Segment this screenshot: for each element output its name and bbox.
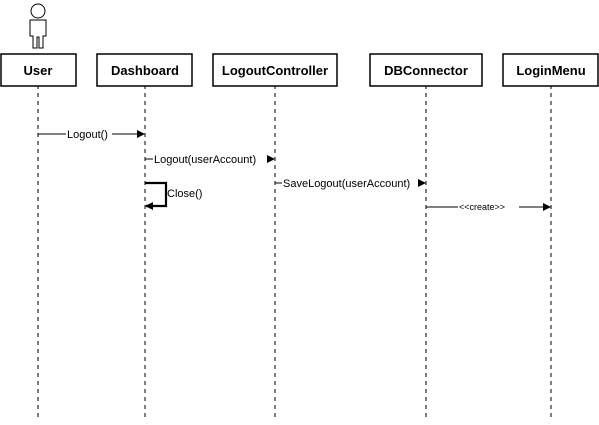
participant-logout-controller-label: LogoutController	[222, 63, 328, 78]
participant-login-menu-label: LoginMenu	[516, 63, 585, 78]
message-logout-user-account: Logout(userAccount)	[145, 154, 275, 166]
message-logout: Logout()	[38, 129, 145, 141]
message-close-label: Close()	[167, 188, 202, 200]
message-create-label: <<create>>	[459, 202, 505, 212]
actor-icon	[29, 3, 47, 49]
participant-dashboard: Dashboard	[96, 53, 193, 87]
message-save-logout-label: SaveLogout(userAccount)	[283, 178, 410, 190]
participant-user: User	[0, 53, 77, 87]
message-save-logout: SaveLogout(userAccount)	[275, 178, 426, 190]
participant-login-menu: LoginMenu	[502, 53, 599, 87]
participant-db-connector-label: DBConnector	[384, 63, 468, 78]
participant-logout-controller: LogoutController	[212, 53, 338, 87]
message-logout-label: Logout()	[67, 129, 108, 141]
message-close-self: Close()	[145, 181, 202, 210]
message-create: <<create>>	[426, 202, 551, 212]
participant-dashboard-label: Dashboard	[111, 63, 179, 78]
participant-db-connector: DBConnector	[369, 53, 483, 87]
participant-user-label: User	[24, 63, 53, 78]
message-logout-user-account-label: Logout(userAccount)	[154, 154, 256, 166]
